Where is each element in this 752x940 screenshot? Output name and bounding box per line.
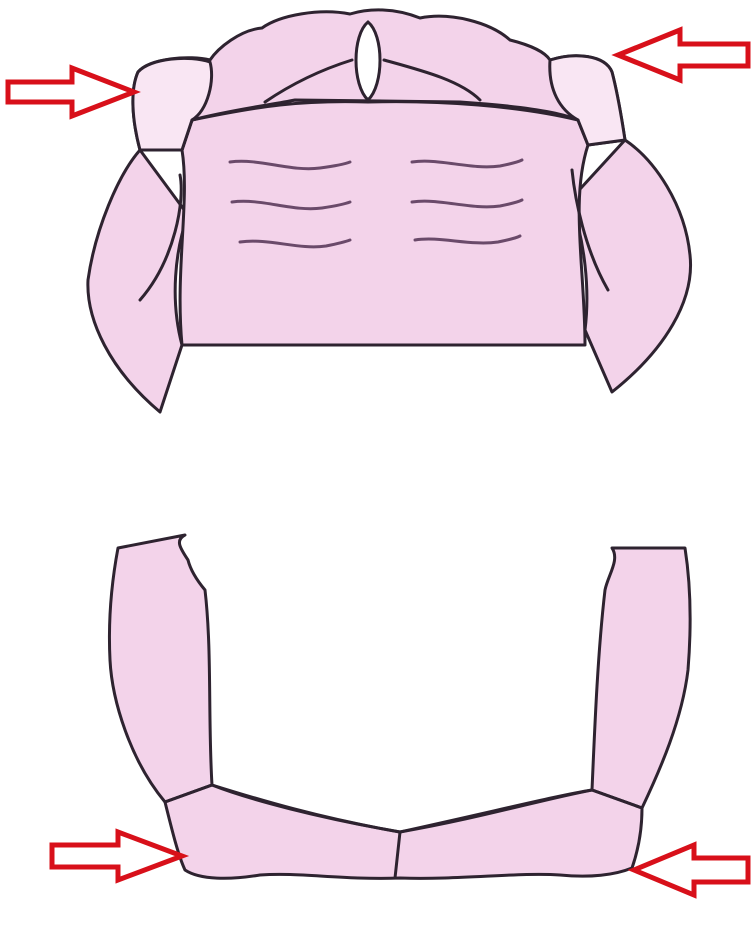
lingual-flange-right	[592, 548, 690, 808]
arrow-upper-right-icon	[618, 30, 748, 80]
arrow-lower-right-icon	[634, 845, 748, 895]
arrow-upper-left-icon	[8, 68, 134, 116]
arrow-lower-left-icon	[52, 832, 182, 880]
upper-buccal-flange-right	[570, 140, 691, 392]
incisive-papilla	[356, 22, 380, 100]
upper-palate	[180, 100, 588, 345]
upper-arch	[88, 10, 691, 412]
upper-buccal-flange-left	[88, 150, 188, 412]
lower-arch	[109, 535, 690, 878]
lingual-flange-left	[109, 535, 212, 802]
